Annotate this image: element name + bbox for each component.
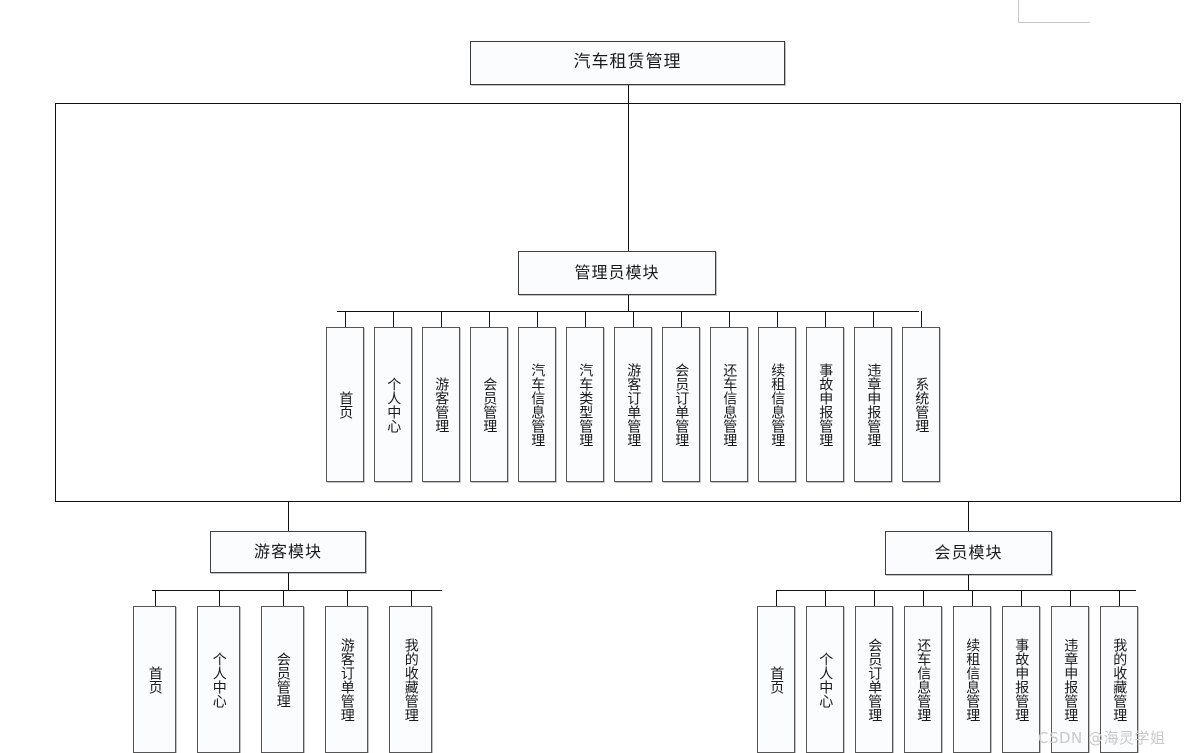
leaf-node-label: 会员管理 bbox=[481, 376, 498, 433]
leaf-node-tourist-4[interactable]: 我的收藏管理 bbox=[389, 606, 432, 753]
leaf-node-member-4[interactable]: 续租信息管理 bbox=[953, 606, 991, 753]
leaf-node-member-2[interactable]: 会员订单管理 bbox=[855, 606, 893, 753]
leaf-node-member-7[interactable]: 我的收藏管理 bbox=[1100, 606, 1138, 753]
module-member-label: 会员模块 bbox=[934, 542, 1003, 562]
connector-leaf-drop bbox=[219, 590, 220, 606]
leaf-node-label: 还车信息管理 bbox=[721, 362, 738, 447]
leaf-node-label: 个人中心 bbox=[210, 651, 227, 708]
leaf-node-label: 续租信息管理 bbox=[769, 362, 786, 447]
leaf-node-label: 会员订单管理 bbox=[673, 362, 690, 447]
leaf-node-member-1[interactable]: 个人中心 bbox=[806, 606, 844, 753]
leaf-node-member-6[interactable]: 违章申报管理 bbox=[1051, 606, 1089, 753]
leaf-node-admin-12[interactable]: 系统管理 bbox=[902, 327, 940, 482]
connector-leaf-drop bbox=[411, 590, 412, 606]
leaf-node-label: 游客订单管理 bbox=[338, 637, 355, 722]
connector-leaf-drop bbox=[825, 311, 826, 327]
connector-leaf-drop bbox=[345, 311, 346, 327]
leaf-node-label: 汽车类型管理 bbox=[577, 362, 594, 447]
module-tourist-label: 游客模块 bbox=[253, 541, 322, 561]
leaf-node-label: 游客管理 bbox=[433, 376, 450, 433]
leaf-node-label: 违章申报管理 bbox=[865, 362, 882, 447]
leaf-node-admin-2[interactable]: 游客管理 bbox=[422, 327, 460, 482]
root-node[interactable]: 汽车租赁管理 bbox=[470, 41, 785, 85]
connector-leaf-drop bbox=[873, 311, 874, 327]
connector-member-stem bbox=[968, 502, 969, 531]
leaf-node-admin-1[interactable]: 个人中心 bbox=[374, 327, 412, 482]
root-label: 汽车租赁管理 bbox=[573, 52, 682, 73]
leaf-node-member-0[interactable]: 首页 bbox=[757, 606, 795, 753]
connector-member-bus bbox=[776, 590, 1136, 591]
leaf-node-label: 还车信息管理 bbox=[915, 637, 932, 722]
connector-leaf-drop bbox=[777, 311, 778, 327]
leaf-node-label: 首页 bbox=[337, 390, 354, 419]
leaf-node-admin-6[interactable]: 游客订单管理 bbox=[614, 327, 652, 482]
trunk-frame bbox=[55, 103, 1181, 502]
leaf-node-member-5[interactable]: 事故申报管理 bbox=[1002, 606, 1040, 753]
connector-leaf-drop bbox=[1070, 590, 1071, 606]
leaf-node-admin-7[interactable]: 会员订单管理 bbox=[662, 327, 700, 482]
leaf-node-admin-0[interactable]: 首页 bbox=[326, 327, 364, 482]
leaf-node-label: 汽车信息管理 bbox=[529, 362, 546, 447]
leaf-node-label: 我的收藏管理 bbox=[402, 637, 419, 722]
connector-admin-bus bbox=[337, 311, 919, 312]
connector-leaf-drop bbox=[393, 311, 394, 327]
module-admin[interactable]: 管理员模块 bbox=[518, 251, 716, 295]
leaf-node-label: 续租信息管理 bbox=[964, 637, 981, 722]
leaf-node-tourist-0[interactable]: 首页 bbox=[133, 606, 176, 753]
leaf-node-label: 首页 bbox=[768, 665, 785, 694]
leaf-node-admin-8[interactable]: 还车信息管理 bbox=[710, 327, 748, 482]
connector-leaf-drop bbox=[921, 311, 922, 327]
leaf-node-label: 首页 bbox=[146, 665, 163, 694]
leaf-node-label: 个人中心 bbox=[385, 376, 402, 433]
connector-leaf-drop bbox=[633, 311, 634, 327]
connector-root-stem bbox=[628, 85, 629, 103]
watermark: CSDN @海灵学姐 bbox=[1038, 729, 1166, 747]
leaf-node-label: 个人中心 bbox=[817, 651, 834, 708]
connector-admin-down bbox=[628, 295, 629, 311]
leaf-node-label: 会员订单管理 bbox=[866, 637, 883, 722]
connector-leaf-drop bbox=[681, 311, 682, 327]
connector-leaf-drop bbox=[972, 590, 973, 606]
connector-leaf-drop bbox=[537, 311, 538, 327]
connector-leaf-drop bbox=[874, 590, 875, 606]
connector-tourist-down bbox=[288, 573, 289, 590]
connector-leaf-drop bbox=[489, 311, 490, 327]
connector-leaf-drop bbox=[776, 590, 777, 606]
connector-leaf-drop bbox=[347, 590, 348, 606]
connector-tourist-stem bbox=[288, 502, 289, 531]
leaf-node-label: 我的收藏管理 bbox=[1111, 637, 1128, 722]
connector-tourist-bus bbox=[152, 590, 442, 591]
leaf-node-label: 会员管理 bbox=[274, 651, 291, 708]
leaf-node-admin-3[interactable]: 会员管理 bbox=[470, 327, 508, 482]
leaf-node-tourist-1[interactable]: 个人中心 bbox=[197, 606, 240, 753]
leaf-node-tourist-3[interactable]: 游客订单管理 bbox=[325, 606, 368, 753]
leaf-node-admin-5[interactable]: 汽车类型管理 bbox=[566, 327, 604, 482]
connector-leaf-drop bbox=[155, 590, 156, 606]
module-tourist[interactable]: 游客模块 bbox=[210, 531, 366, 573]
leaf-node-admin-9[interactable]: 续租信息管理 bbox=[758, 327, 796, 482]
leaf-node-label: 游客订单管理 bbox=[625, 362, 642, 447]
module-member[interactable]: 会员模块 bbox=[885, 531, 1052, 575]
connector-leaf-drop bbox=[825, 590, 826, 606]
connector-leaf-drop bbox=[441, 311, 442, 327]
connector-member-down bbox=[968, 575, 969, 590]
connector-admin-stem bbox=[628, 103, 629, 251]
leaf-node-member-3[interactable]: 还车信息管理 bbox=[904, 606, 942, 753]
leaf-node-label: 事故申报管理 bbox=[1013, 637, 1030, 722]
leaf-node-label: 系统管理 bbox=[913, 376, 930, 433]
leaf-node-admin-11[interactable]: 违章申报管理 bbox=[854, 327, 892, 482]
leaf-node-tourist-2[interactable]: 会员管理 bbox=[261, 606, 304, 753]
connector-leaf-drop bbox=[283, 590, 284, 606]
leaf-node-label: 违章申报管理 bbox=[1062, 637, 1079, 722]
connector-leaf-drop bbox=[1119, 590, 1120, 606]
leaf-node-admin-4[interactable]: 汽车信息管理 bbox=[518, 327, 556, 482]
connector-leaf-drop bbox=[585, 311, 586, 327]
corner-artifact bbox=[1018, 0, 1090, 23]
connector-leaf-drop bbox=[923, 590, 924, 606]
leaf-node-admin-10[interactable]: 事故申报管理 bbox=[806, 327, 844, 482]
module-admin-label: 管理员模块 bbox=[574, 262, 660, 282]
connector-leaf-drop bbox=[729, 311, 730, 327]
connector-leaf-drop bbox=[1021, 590, 1022, 606]
leaf-node-label: 事故申报管理 bbox=[817, 362, 834, 447]
